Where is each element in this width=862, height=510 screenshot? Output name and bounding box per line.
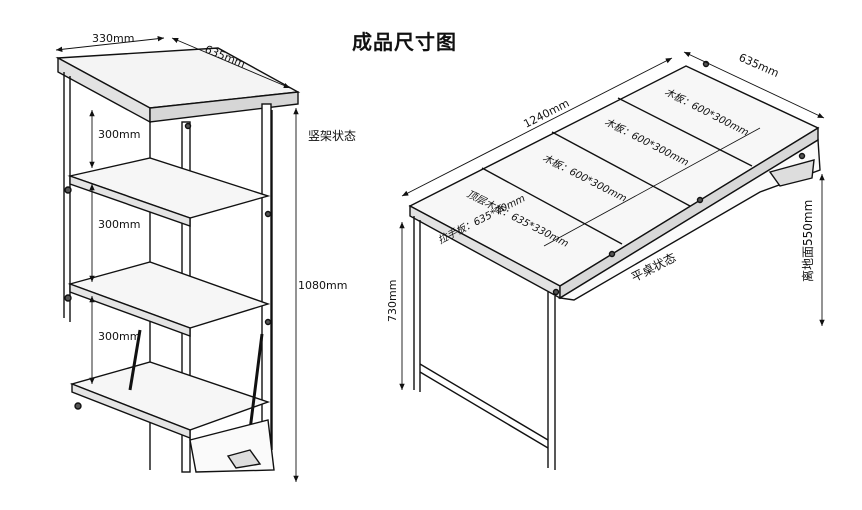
standing-width-label: 330mm <box>92 32 134 45</box>
flat-ground-clearance-label: 离地面550mm <box>800 200 815 282</box>
standing-state-label: 竖架状态 <box>308 129 356 143</box>
standing-height-label: 1080mm <box>298 279 347 292</box>
flat-depth-label: 635mm <box>737 51 781 80</box>
page-title: 成品尺寸图 <box>352 30 457 54</box>
standing-gap1-label: 300mm <box>98 128 140 141</box>
standing-dimension-lines <box>55 36 299 482</box>
standing-gap3-label: 300mm <box>98 330 140 343</box>
flat-dimension-lines <box>399 51 825 390</box>
flat-table-height-label: 730mm <box>386 280 399 322</box>
standing-gap2-label: 300mm <box>98 218 140 231</box>
standing-shelf <box>55 47 301 473</box>
